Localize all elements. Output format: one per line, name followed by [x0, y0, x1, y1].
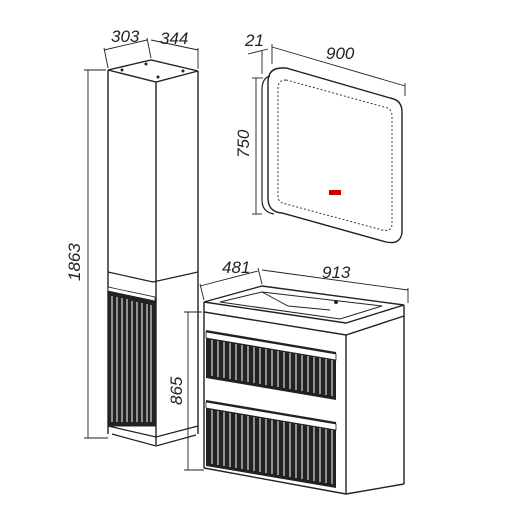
tall-cabinet-fluted-door [107, 286, 156, 427]
vanity-height-label: 865 [167, 376, 186, 405]
vanity-depth-label: 481 [222, 258, 250, 277]
tall-cabinet-depth-label: 303 [111, 27, 140, 46]
mirror-dimension-lines [247, 44, 406, 215]
mirror-height-label: 750 [234, 129, 253, 158]
mirror-width-label: 900 [326, 44, 355, 63]
vanity-width-label: 913 [322, 263, 351, 282]
vanity-top-drawer [205, 330, 337, 400]
mirror-depth-label: 21 [244, 31, 264, 50]
tall-cabinet-height-label: 1863 [65, 243, 84, 281]
vanity-bottom-drawer [205, 400, 337, 488]
vanity-unit [203, 285, 405, 495]
vanity-dimension-lines [184, 267, 409, 471]
tall-cabinet-width-label: 344 [160, 29, 188, 48]
tall-cabinet [107, 59, 199, 447]
tall-cabinet-dimension-lines [84, 37, 199, 439]
led-mirror [261, 67, 403, 244]
